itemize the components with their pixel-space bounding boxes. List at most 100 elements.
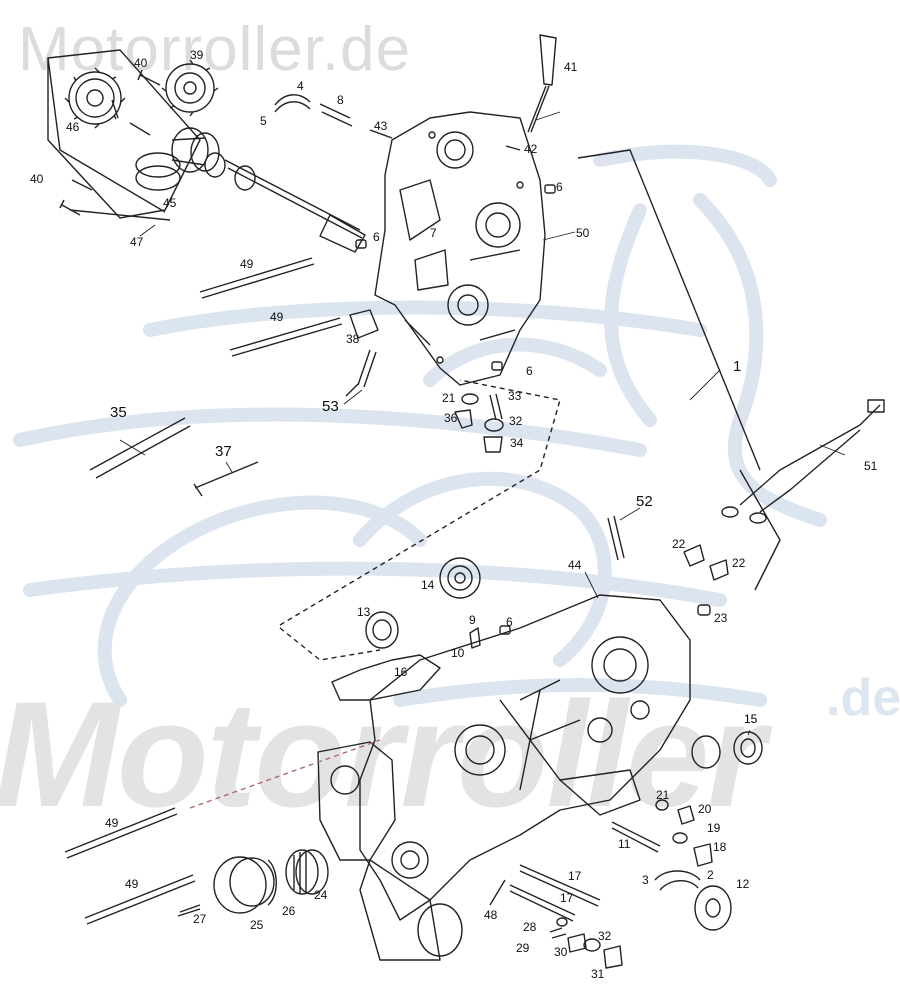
plug-31 (603, 945, 623, 969)
callout-42: 42 (524, 142, 538, 156)
plug-20 (677, 805, 695, 825)
callout-12: 12 (736, 877, 750, 891)
pins (111, 99, 151, 136)
bolts-40-lower (59, 179, 93, 216)
callout-26: 26 (282, 904, 296, 918)
callout-53: 53 (322, 398, 339, 415)
gear-group-frame-line (47, 57, 166, 213)
dipstick-handle-41 (539, 34, 557, 86)
callout-46: 46 (66, 120, 80, 134)
callout-35: 35 (110, 404, 127, 421)
crankcase-half-44 (359, 594, 691, 961)
callout-32: 32 (598, 929, 612, 943)
callout-2: 2 (707, 868, 714, 882)
assembly-dash-upper (279, 379, 561, 626)
callout-22: 22 (672, 537, 686, 551)
washer-32-lower (583, 938, 601, 952)
callout-25: 25 (250, 918, 264, 932)
stud-49-lower-a (64, 807, 178, 859)
callout-40: 40 (134, 56, 148, 70)
callout-37: 37 (215, 443, 232, 460)
oil-seal-15 (733, 731, 763, 765)
washer-32-upper (484, 418, 504, 432)
seal-42 (505, 145, 521, 151)
stud-49-lower-b (84, 874, 196, 925)
callout-21: 21 (656, 788, 670, 802)
spring-29 (549, 927, 567, 939)
callout-45: 45 (163, 196, 177, 210)
callout-6: 6 (506, 615, 513, 629)
fitting-36 (454, 409, 473, 429)
callout-10: 10 (451, 646, 465, 660)
callout-31: 31 (591, 967, 605, 981)
shaft-47 (224, 159, 363, 239)
bolt-40-upper (137, 69, 161, 86)
callout-49: 49 (240, 257, 254, 271)
bolt-11 (611, 821, 661, 853)
pin-8 (319, 103, 353, 127)
callout-32: 32 (509, 414, 523, 428)
filter-cover-25 (213, 856, 275, 914)
callout-1: 1 (733, 358, 742, 375)
crankcase-boss (359, 859, 441, 961)
wire-harness-51 (739, 404, 881, 513)
callout-40: 40 (30, 172, 44, 186)
tube-35 (89, 417, 191, 479)
callout-48: 48 (484, 908, 498, 922)
washer-21-upper (461, 393, 479, 405)
watermark-top-text: Motorroller.de (18, 15, 412, 84)
spring-33 (489, 393, 503, 421)
callout-29: 29 (516, 941, 530, 955)
washer-19 (672, 832, 688, 844)
leader-47 (69, 209, 171, 221)
thrust-washer-12 (694, 885, 732, 931)
callout-33: 33 (508, 389, 522, 403)
callout-3: 3 (642, 873, 649, 887)
bearing-shell-4-5 (274, 94, 311, 113)
dowel-43 (369, 129, 393, 139)
callout-16: 16 (394, 665, 408, 679)
callout-41: 41 (564, 60, 578, 74)
dipstick-shaft (527, 85, 550, 133)
washer-21-lower (655, 799, 669, 811)
callout-6: 6 (526, 364, 533, 378)
callout-11: 11 (618, 837, 631, 851)
dowel-6-left (355, 239, 367, 249)
assembly-bracket-1 (577, 149, 761, 471)
bolt-27 (177, 904, 201, 917)
callout-38: 38 (346, 332, 360, 346)
pin-48 (489, 879, 506, 906)
spring-pin-53 (357, 349, 377, 388)
callout-17: 17 (568, 869, 582, 883)
callout-28: 28 (523, 920, 537, 934)
callout-6: 6 (373, 230, 380, 244)
callout-52: 52 (636, 493, 653, 510)
cable-tie-37 (193, 461, 259, 497)
cover-gasket (317, 741, 396, 861)
callout-39: 39 (190, 48, 204, 62)
callout-49: 49 (125, 877, 139, 891)
plunger-30 (567, 933, 587, 953)
crankcase-half-50 (374, 111, 546, 386)
dowel-6-mid (499, 625, 511, 635)
o-ring-45a (135, 152, 181, 178)
bolt-17b (509, 884, 576, 922)
sensor-22a (683, 544, 705, 567)
gear-46 (64, 67, 126, 129)
bearing-13 (365, 611, 399, 649)
watermark-domain-suffix: .de (826, 669, 900, 727)
pin-52 (607, 515, 625, 561)
wire-connector (867, 399, 885, 413)
bolt-9 (469, 627, 481, 649)
stud-49-upper-b (229, 317, 343, 357)
callout-5: 5 (260, 114, 267, 128)
fitting-38 (349, 309, 379, 339)
callout-22: 22 (732, 556, 746, 570)
gear-39 (161, 59, 219, 117)
callout-15: 15 (744, 712, 758, 726)
oil-filter-24 (285, 849, 329, 895)
assembly-dash-left (279, 627, 381, 661)
callout-30: 30 (554, 945, 568, 959)
